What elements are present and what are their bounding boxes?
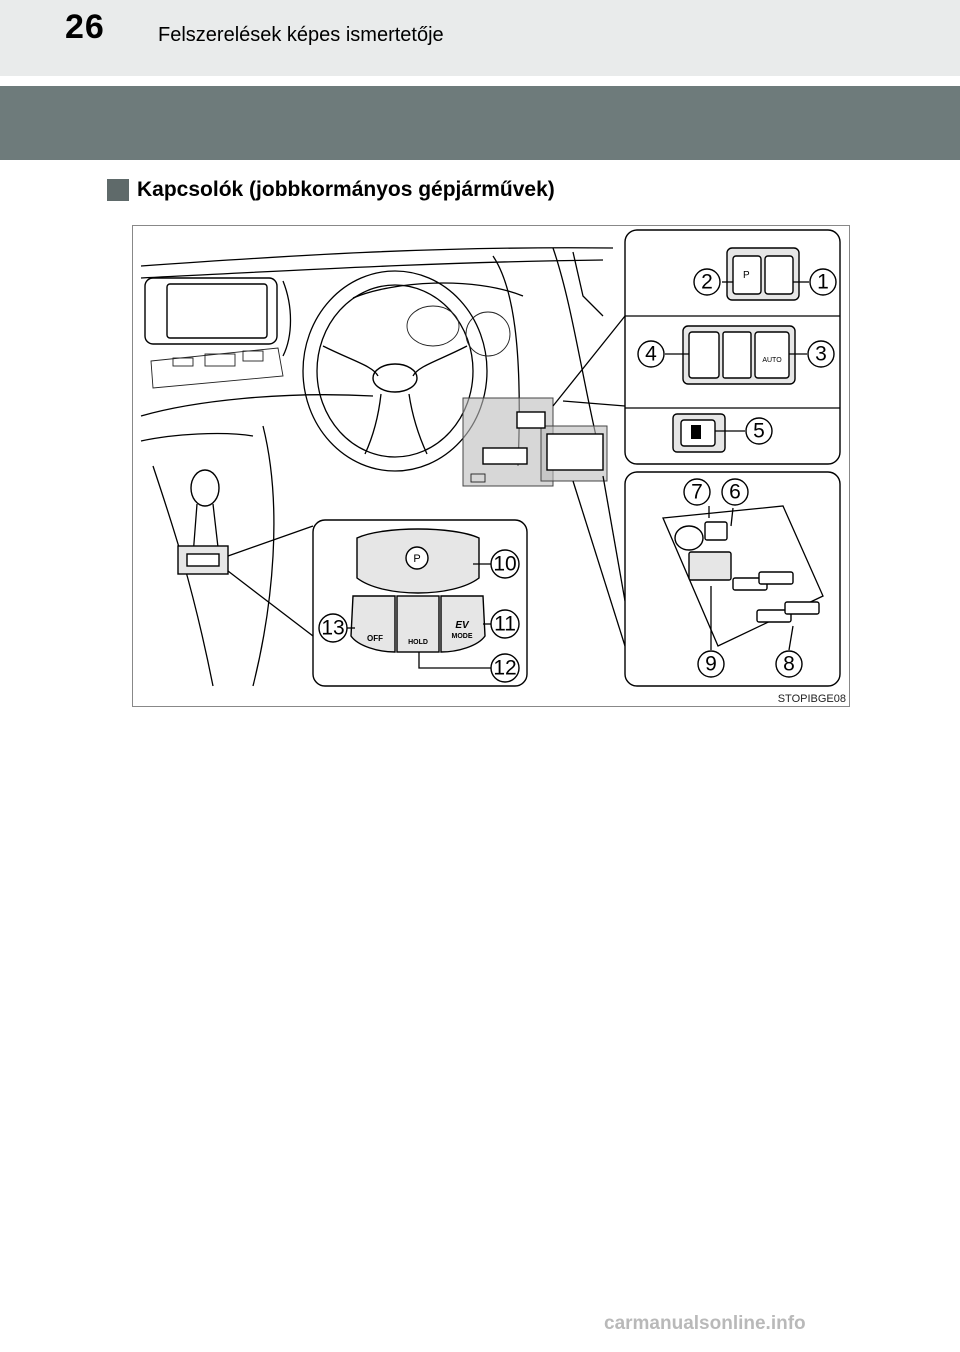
- page-number: 26: [65, 8, 105, 46]
- mirror-select-switch: [704, 521, 728, 541]
- illustration-svg: P AUTO 2 1 4 3 5: [140, 229, 841, 687]
- callout-12: 12: [493, 657, 516, 680]
- fuel-icon: [691, 425, 701, 439]
- auto-headlight-switch: [754, 331, 790, 379]
- chapter-band: [0, 86, 960, 160]
- callout-13: 13: [321, 617, 344, 640]
- callout-6: 6: [729, 481, 741, 504]
- park-label: P: [743, 270, 750, 281]
- callout-9: 9: [705, 653, 717, 676]
- vsc-off-label: OFF: [367, 634, 383, 643]
- callout-10: 10: [493, 553, 516, 576]
- ev-label: EV: [455, 620, 470, 631]
- watermark: carmanualsonline.info: [604, 1313, 806, 1334]
- callout-3: 3: [815, 343, 827, 366]
- dashboard-drawing: [140, 247, 614, 687]
- brake-hold-switch: [396, 595, 440, 653]
- leader-lines: [227, 315, 626, 647]
- headlight-leveling-switch: [688, 331, 720, 379]
- parking-sensor-switch: [732, 255, 762, 295]
- section-heading: Kapcsolók (jobbkormányos gépjárművek): [107, 176, 555, 204]
- park-brake-label: P: [413, 553, 420, 565]
- parking-brake-icon: [405, 546, 429, 570]
- mode-label: MODE: [452, 633, 473, 640]
- section-bullet-icon: [107, 179, 129, 201]
- callout-2: 2: [701, 271, 713, 294]
- mirror-control-switch: [674, 525, 704, 551]
- section-title: Kapcsolók (jobbkormányos gépjárművek): [137, 178, 555, 201]
- callout-4: 4: [645, 343, 657, 366]
- callouts-console: 10 11 12 13: [318, 549, 520, 683]
- figure-code: STOPIBGE08: [777, 693, 846, 705]
- callout-5: 5: [753, 420, 765, 443]
- window-lock-switch: [688, 551, 732, 581]
- callouts-window: 7 6 9 8: [683, 478, 803, 678]
- vsc-off-switch: [350, 595, 396, 653]
- ev-mode-switch: [440, 595, 486, 653]
- hold-label: HOLD: [408, 639, 428, 646]
- callouts-top: 2 1 4 3 5: [637, 268, 837, 445]
- callout-8: 8: [783, 653, 795, 676]
- callout-7: 7: [691, 481, 703, 504]
- blank-switch: [722, 331, 752, 379]
- driving-support-switch: [764, 255, 794, 295]
- callout-11: 11: [494, 613, 516, 636]
- callout-1: 1: [817, 271, 829, 294]
- running-title: Felszerelések képes ismertetője: [158, 24, 444, 46]
- header-bar: 26 Felszerelések képes ismertetője: [0, 0, 960, 76]
- switch-illustration: P AUTO 2 1 4 3 5: [132, 225, 850, 707]
- auto-label: AUTO: [762, 357, 782, 364]
